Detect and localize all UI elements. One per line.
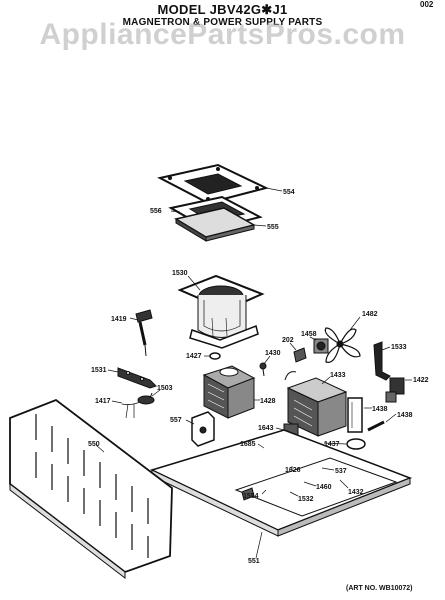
label-1417: 1417 <box>95 398 111 405</box>
label-555: 555 <box>267 224 279 231</box>
label-550: 550 <box>88 441 100 448</box>
gasket-frame-554 <box>157 163 269 205</box>
label-1626: 1626 <box>285 467 301 474</box>
label-1422: 1422 <box>413 377 429 384</box>
label-1643: 1643 <box>258 425 274 432</box>
leader-lines <box>95 187 412 559</box>
base-plate-551 <box>149 429 413 537</box>
label-1458: 1458 <box>301 331 317 338</box>
art-number: (ART NO. WB10072) <box>346 585 413 592</box>
label-1685: 1685 <box>240 441 256 448</box>
capacitor-1438 <box>347 397 363 433</box>
fan-blade-1482 <box>324 327 361 363</box>
vented-panel-550 <box>9 398 173 580</box>
sensor-1419 <box>135 309 153 357</box>
fan-motor-1458 <box>313 338 329 354</box>
section-title: MAGNETRON & POWER SUPPLY PARTS <box>122 17 323 28</box>
part-202 <box>293 347 307 363</box>
label-1438-b: 1438 <box>397 412 413 419</box>
label-1430: 1430 <box>265 350 281 357</box>
label-1482: 1482 <box>362 311 378 318</box>
diode-1438 <box>367 420 385 432</box>
bracket-557 <box>191 411 215 447</box>
part-1422 <box>385 377 405 403</box>
label-1532: 1532 <box>298 496 314 503</box>
bracket-plate-1531 <box>117 367 157 389</box>
screw-1427 <box>209 352 221 360</box>
label-1432: 1432 <box>348 489 364 496</box>
label-1438-a: 1438 <box>372 406 388 413</box>
label-537: 537 <box>335 468 347 475</box>
magnetron-1428 <box>202 365 256 419</box>
screw-1430 <box>259 362 267 377</box>
wire-1417 <box>121 401 141 419</box>
label-1503: 1503 <box>157 385 173 392</box>
label-1427: 1427 <box>186 353 202 360</box>
model-title: MODEL JBV42G✱J1 <box>157 2 288 17</box>
label-557: 557 <box>170 417 182 424</box>
label-551: 551 <box>248 558 260 565</box>
bracket-1533 <box>373 341 391 381</box>
clamp-1437 <box>346 438 366 450</box>
label-1437: 1437 <box>324 441 340 448</box>
label-202: 202 <box>282 337 294 344</box>
label-1419: 1419 <box>111 316 127 323</box>
waveguide-housing-1530 <box>177 274 265 349</box>
label-1460: 1460 <box>316 484 332 491</box>
label-1530: 1530 <box>172 270 188 277</box>
corner-mark: 002 <box>420 0 434 9</box>
label-556: 556 <box>150 208 162 215</box>
label-1428: 1428 <box>260 398 276 405</box>
label-554: 554 <box>283 189 295 196</box>
label-1531: 1531 <box>91 367 107 374</box>
label-1554: 1554 <box>243 493 259 500</box>
label-1433: 1433 <box>330 372 346 379</box>
label-1533: 1533 <box>391 344 407 351</box>
thermostat-1503 <box>137 392 155 405</box>
